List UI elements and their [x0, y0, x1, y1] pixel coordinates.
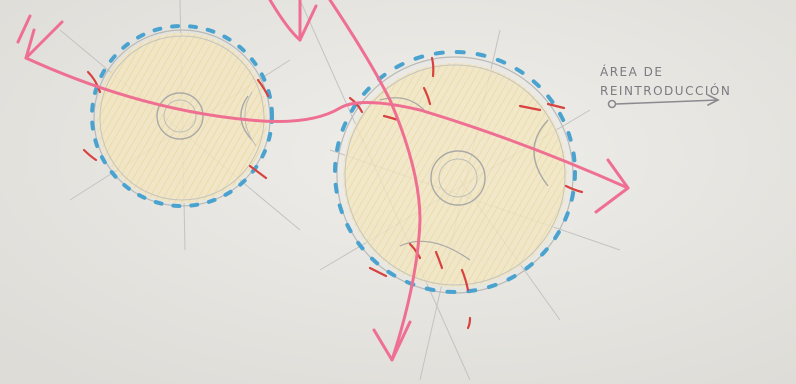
- label-line-1: ÁREA DE: [600, 64, 663, 79]
- label-line-2: REINTRODUCCIÓN: [600, 83, 731, 98]
